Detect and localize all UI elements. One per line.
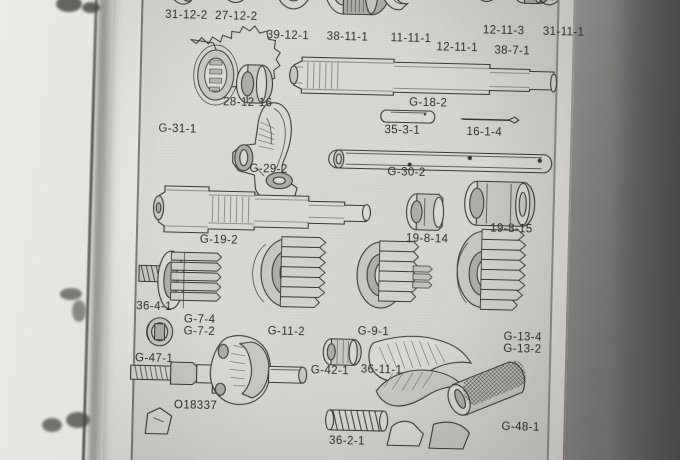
part-16-1-4-pin bbox=[460, 116, 520, 124]
part-35-3-1-key bbox=[380, 109, 436, 124]
label-27-12-2: 27-12-2 bbox=[215, 10, 258, 23]
part-12-11-3 bbox=[470, 0, 504, 2]
label-G-13-2: G-13-2 bbox=[503, 343, 541, 356]
part-38-11-1 bbox=[323, 0, 393, 16]
label-G-13-4: G-13-4 bbox=[503, 331, 542, 344]
label-G-18-2: G-18-2 bbox=[409, 97, 447, 110]
part-G-19-2-layshaft bbox=[153, 185, 372, 234]
smudge-low-2 bbox=[66, 412, 90, 428]
label-19-8-15: 19-8-15 bbox=[490, 223, 533, 236]
part-G-47-1-bush bbox=[146, 317, 174, 347]
catalogue-page: 31-12-2 27-12-2 39-12-1 38-11-1 11-11-1 … bbox=[87, 0, 585, 460]
label-G-29-2: G-29-2 bbox=[249, 163, 287, 176]
label-31-11-1: 31-11-1 bbox=[543, 26, 585, 39]
label-G-7-2: G-7-2 bbox=[184, 325, 216, 338]
part-G-42-1-sleeve bbox=[322, 338, 362, 366]
label-39-12-1: 39-12-1 bbox=[267, 29, 310, 42]
label-38-7-1: 38-7-1 bbox=[494, 45, 530, 58]
smudge-mid-2 bbox=[72, 300, 86, 322]
part-31-11-1 bbox=[533, 0, 559, 6]
label-G-47-1: G-47-1 bbox=[135, 352, 173, 365]
label-G-9-1: G-9-1 bbox=[358, 325, 390, 338]
part-G-13-4-G-13-2-gear bbox=[456, 228, 527, 311]
label-19-8-14: 19-8-14 bbox=[406, 233, 449, 246]
part-G-29-2-selector-fork bbox=[232, 102, 298, 203]
label-11-11-1: 11-11-1 bbox=[390, 32, 431, 45]
part-G-18-2-mainshaft bbox=[289, 56, 558, 96]
part-G-48-1-roller-shell bbox=[447, 360, 526, 416]
label-12-11-3: 12-11-3 bbox=[483, 24, 525, 37]
label-35-3-1: 35-3-1 bbox=[384, 124, 420, 137]
part-19-8-15-bush bbox=[464, 180, 536, 227]
label-16-1-4: 16-1-4 bbox=[466, 126, 502, 139]
part-bottom-fork-fragment bbox=[386, 420, 470, 450]
label-G-30-2: G-30-2 bbox=[387, 166, 425, 179]
smudge-top-2 bbox=[82, 2, 100, 13]
part-bottom-left-fragment bbox=[144, 407, 173, 435]
parts-artwork: 31-12-2 27-12-2 39-12-1 38-11-1 11-11-1 … bbox=[129, 0, 585, 450]
part-36-2-1-spring bbox=[325, 409, 389, 432]
smudge-top bbox=[56, 0, 82, 12]
part-39-12-1 bbox=[273, 0, 315, 10]
label-G-48-1: G-48-1 bbox=[501, 421, 539, 434]
part-O18337-camplate-assembly bbox=[129, 335, 308, 405]
label-G-7-4: G-7-4 bbox=[184, 313, 216, 326]
label-12-11-1: 12-11-1 bbox=[436, 41, 478, 54]
part-G-7-4-G-7-2-gear bbox=[157, 250, 223, 310]
label-G-19-2: G-19-2 bbox=[200, 234, 238, 247]
label-28-12-16: 28-12-16 bbox=[223, 96, 273, 109]
label-36-4-1: 36-4-1 bbox=[136, 300, 172, 313]
label-36-11-1: 36-11-1 bbox=[361, 364, 403, 377]
label-38-11-1: 38-11-1 bbox=[327, 31, 369, 44]
part-19-8-14-bush bbox=[405, 193, 445, 231]
smudge-low bbox=[42, 418, 62, 432]
part-G-11-2-gear bbox=[252, 236, 327, 308]
label-G-42-1: G-42-1 bbox=[311, 364, 349, 377]
part-G-30-2-selector-rod bbox=[328, 149, 553, 174]
backdrop-shadow-right bbox=[610, 0, 680, 460]
part-38-7-1 bbox=[508, 0, 556, 5]
label-G-31-1: G-31-1 bbox=[158, 123, 196, 136]
part-G-9-1-gear bbox=[356, 240, 433, 309]
label-G-11-2: G-11-2 bbox=[268, 325, 306, 338]
label-31-12-2: 31-12-2 bbox=[165, 9, 208, 22]
smudge-mid bbox=[60, 288, 82, 300]
part-number-labels: 31-12-2 27-12-2 39-12-1 38-11-1 11-11-1 … bbox=[135, 9, 585, 448]
part-11-11-1 bbox=[379, 0, 410, 11]
label-36-2-1: 36-2-1 bbox=[329, 435, 365, 448]
part-31-12-2 bbox=[167, 0, 193, 5]
part-27-12-2 bbox=[218, 0, 254, 4]
label-O18337: O18337 bbox=[174, 399, 218, 412]
part-36-11-1-quadrant bbox=[368, 335, 473, 407]
part-28-12-16-collar bbox=[235, 64, 274, 104]
